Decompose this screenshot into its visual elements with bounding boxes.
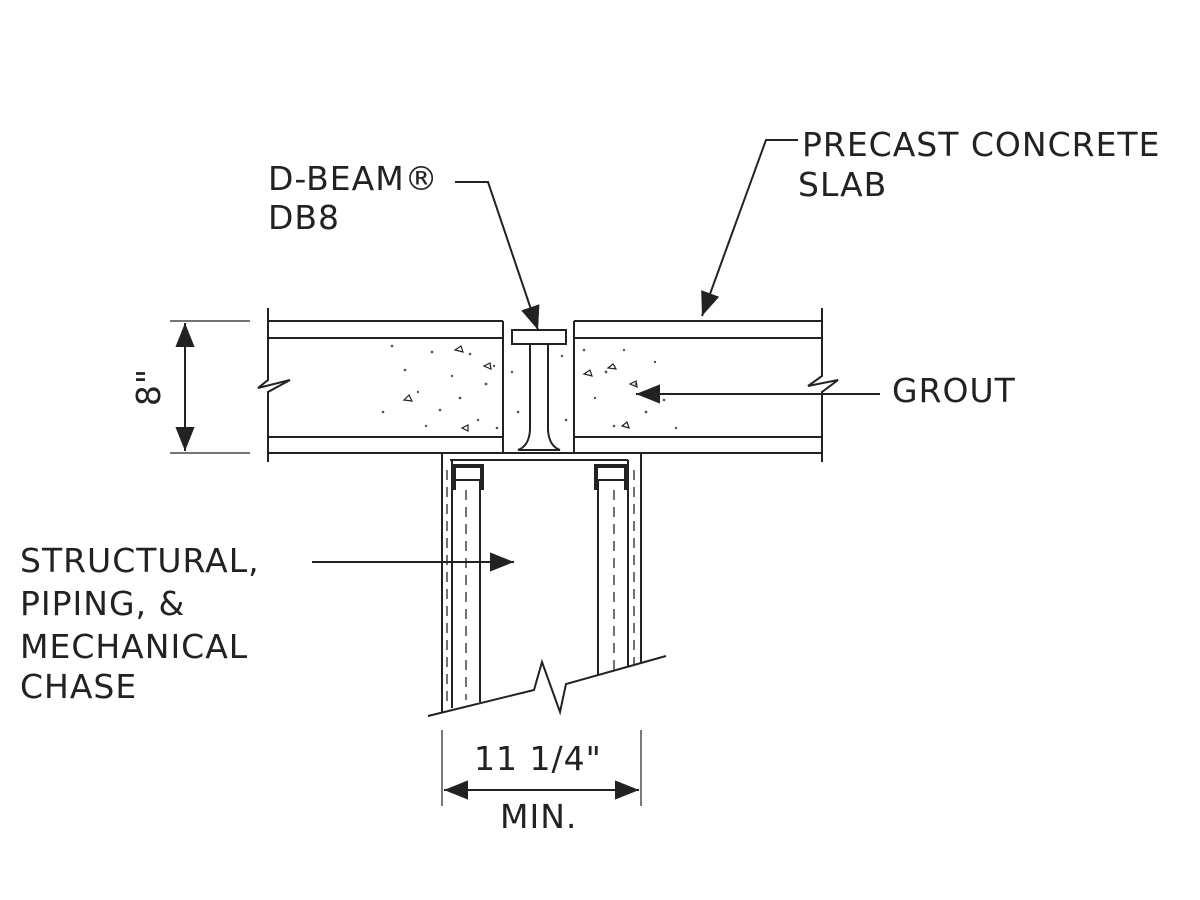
chase-width-dimension (441, 730, 642, 806)
dbeam-label-line1: D-BEAM® (268, 159, 439, 198)
dbeam-leader (455, 181, 540, 331)
dbeam-label-line2: DB8 (268, 198, 341, 237)
chase-wall-right (594, 453, 642, 676)
chase-label-line1: STRUCTURAL, (20, 541, 260, 580)
slab-label-line1: PRECAST CONCRETE (802, 125, 1161, 164)
grout-label: GROUT (892, 371, 1016, 410)
slab-depth-label: 8" (129, 367, 169, 407)
chase-wall-left (441, 453, 484, 712)
slab-leader (701, 139, 798, 317)
chase-label-line3: MECHANICAL (20, 627, 249, 666)
d-beam (442, 321, 628, 461)
chase-label-line4: CHASE (20, 667, 138, 706)
chase-width-note: MIN. (500, 797, 578, 836)
chase-label-line2: PIPING, & (20, 584, 186, 623)
slab-depth-dimension (170, 320, 250, 454)
slab-label-line2: SLAB (798, 165, 888, 204)
grout-fill (381, 344, 678, 432)
slab-right (574, 308, 839, 462)
slab-left (257, 308, 503, 462)
break-line (427, 655, 667, 717)
chase-width-label: 11 1/4" (474, 739, 602, 778)
